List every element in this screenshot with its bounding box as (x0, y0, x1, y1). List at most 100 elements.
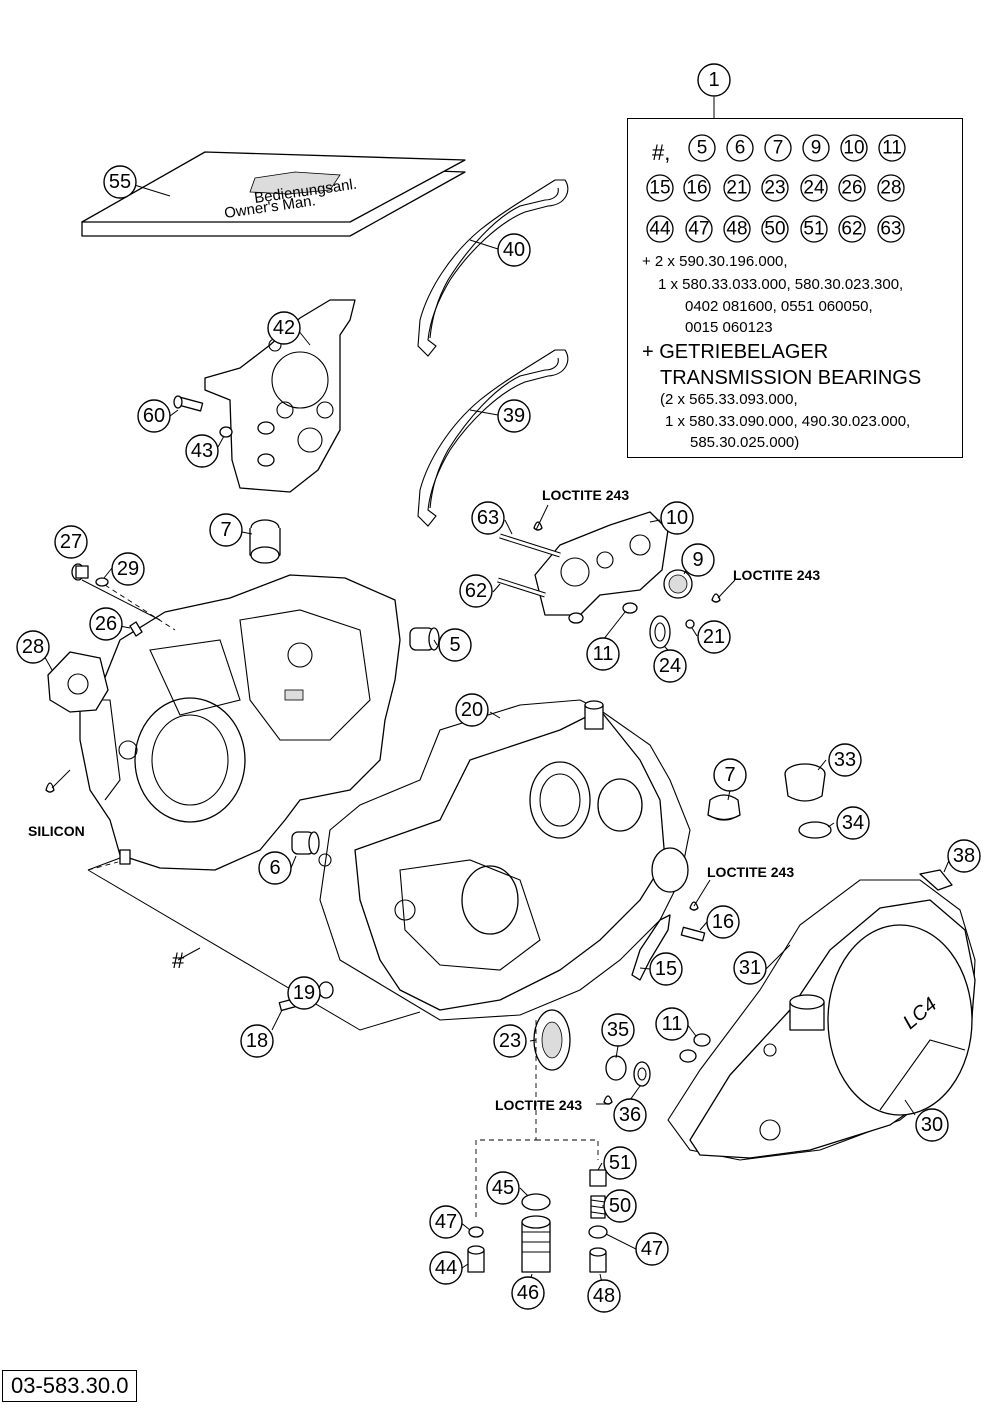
svg-text:6: 6 (269, 857, 280, 879)
loctite-note-4: LOCTITE 243 (495, 1097, 582, 1113)
kit-item-50: 50 (761, 215, 789, 243)
callout-10: 10 (660, 501, 694, 535)
sleeve-43-part (219, 426, 233, 438)
svg-text:46: 46 (517, 1282, 539, 1304)
svg-text:42: 42 (273, 317, 295, 339)
svg-text:10: 10 (666, 507, 688, 529)
callout-39: 39 (497, 399, 531, 433)
svg-text:55: 55 (109, 171, 131, 193)
kit-item-51: 51 (800, 215, 828, 243)
svg-text:11: 11 (662, 1013, 683, 1035)
dowel-7-right-part (707, 794, 741, 821)
callout-26: 26 (89, 607, 123, 641)
callout-28: 28 (16, 630, 50, 664)
svg-text:21: 21 (703, 626, 725, 648)
callout-34: 34 (836, 806, 870, 840)
filter-46-part (521, 1221, 551, 1273)
nozzle-26-part (129, 621, 143, 637)
guide-15-part (631, 914, 671, 981)
svg-text:63: 63 (477, 507, 499, 529)
callout-47-left: 47 (429, 1205, 463, 1239)
svg-text:7: 7 (773, 138, 784, 159)
washer-19-part (318, 981, 334, 999)
callout-21: 21 (697, 620, 731, 654)
callout-44: 44 (429, 1251, 463, 1285)
callout-27: 27 (54, 525, 88, 559)
svg-text:44: 44 (649, 219, 671, 240)
clutch-cover-gasket-31-part (667, 879, 976, 1161)
svg-text:63: 63 (880, 219, 901, 240)
washer-47-right-part (588, 1225, 608, 1239)
loctite-note-3: LOCTITE 243 (707, 864, 794, 880)
svg-text:26: 26 (95, 613, 117, 635)
callout-42: 42 (267, 311, 301, 345)
svg-text:11: 11 (882, 138, 902, 159)
svg-text:7: 7 (724, 764, 735, 786)
dowels-11-lower-part (679, 1033, 711, 1063)
kit-item-10: 10 (840, 134, 868, 162)
screw-51-part (589, 1169, 607, 1187)
owners-manual-part: Bedienungsanl. Owner's Man. (81, 151, 466, 237)
callout-47-right: 47 (635, 1232, 669, 1266)
callout-35: 35 (601, 1013, 635, 1047)
bracket-10-part (534, 511, 669, 616)
svg-text:29: 29 (117, 558, 139, 580)
callout-7-upper: 7 (209, 513, 243, 547)
callout-24: 24 (653, 649, 687, 683)
o-ring-29-part (95, 577, 109, 587)
callout-31: 31 (733, 951, 767, 985)
dowel-6-part (291, 831, 320, 855)
svg-text:51: 51 (609, 1152, 631, 1174)
kit-item-62: 62 (838, 215, 866, 243)
diagram-code-label: 03-583.30.0 (2, 1370, 138, 1402)
bearing-heading-de: + GETRIEBELAGER (642, 341, 828, 363)
svg-text:45: 45 (492, 1177, 514, 1199)
screw-63-part (499, 533, 561, 558)
svg-text:9: 9 (692, 549, 703, 571)
o-ring-34-part (798, 821, 832, 839)
bearing-23-part (533, 1009, 571, 1071)
svg-text:16: 16 (686, 178, 707, 199)
svg-text:9: 9 (811, 138, 822, 159)
bearing-line-1: (2 x 565.33.093.000, (660, 391, 798, 408)
svg-text:15: 15 (655, 958, 677, 980)
kit-item-6: 6 (726, 134, 754, 162)
svg-text:27: 27 (60, 531, 82, 553)
kit-item-26: 26 (838, 174, 866, 202)
callout-60: 60 (137, 399, 171, 433)
callout-29: 29 (111, 552, 145, 586)
silicon-note: SILICON (28, 823, 85, 839)
bearing-line-3: 585.30.025.000) (690, 434, 799, 451)
svg-text:18: 18 (246, 1030, 268, 1052)
svg-text:35: 35 (607, 1019, 629, 1041)
kit-row-1: 5 6 7 9 10 11 (688, 134, 906, 162)
svg-text:47: 47 (688, 219, 709, 240)
kit-item-7: 7 (764, 134, 792, 162)
svg-text:47: 47 (641, 1238, 663, 1260)
loctite-note-2: LOCTITE 243 (733, 567, 820, 583)
ring-35-part (605, 1055, 627, 1081)
plug-33-part (784, 763, 826, 802)
svg-text:38: 38 (953, 845, 975, 867)
seal-36-part (633, 1061, 651, 1087)
kit-item-16: 16 (683, 174, 711, 202)
kit-line-1: + 2 x 590.30.196.000, (642, 253, 788, 270)
callout-43: 43 (185, 434, 219, 468)
dowel-5-part (409, 627, 440, 651)
plug-27-part (71, 563, 89, 581)
kit-item-63: 63 (877, 215, 905, 243)
loctite-note-1: LOCTITE 243 (542, 487, 629, 503)
screw-16-part (680, 926, 706, 942)
kit-row-3: 44 47 48 50 51 62 63 (646, 215, 905, 243)
svg-text:21: 21 (726, 178, 747, 199)
svg-text:23: 23 (499, 1030, 521, 1052)
left-crankcase-part (79, 574, 401, 871)
callout-51: 51 (603, 1146, 637, 1180)
svg-text:23: 23 (764, 178, 785, 199)
callout-48: 48 (587, 1279, 621, 1313)
svg-text:24: 24 (803, 178, 825, 199)
kit-row-2: 15 16 21 23 24 26 28 (646, 174, 905, 202)
svg-text:60: 60 (143, 405, 165, 427)
callout-7-right: 7 (713, 758, 747, 792)
